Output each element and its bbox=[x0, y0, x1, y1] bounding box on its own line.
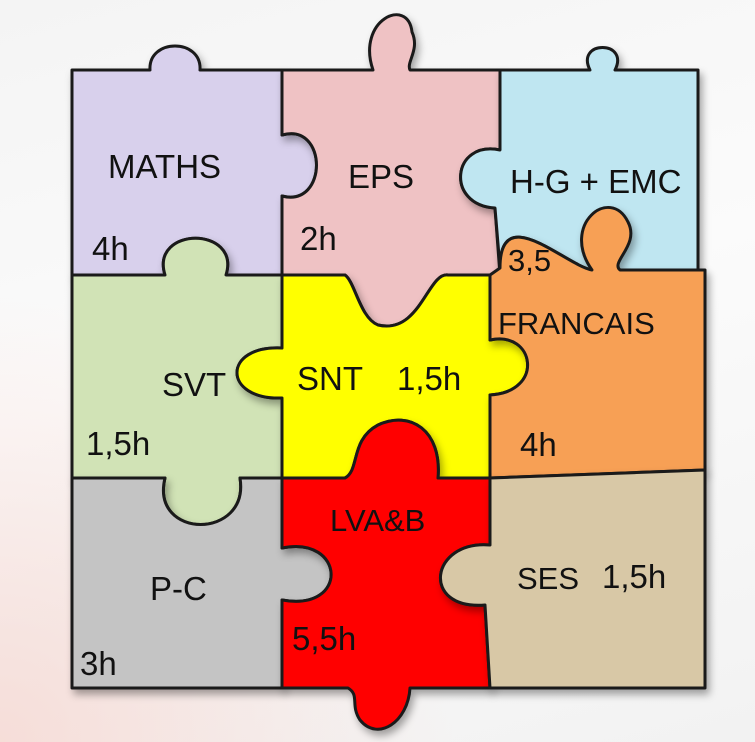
lva-subject-label: LVA&B bbox=[330, 503, 426, 538]
eps-subject-label: EPS bbox=[348, 158, 415, 195]
francais-subject-label: FRANCAIS bbox=[498, 306, 655, 341]
maths-hours-label: 4h bbox=[92, 230, 129, 267]
hg-hours-label: 3,5 bbox=[508, 243, 552, 278]
lva-hours-label: 5,5h bbox=[292, 620, 357, 657]
pc-hours-label: 3h bbox=[80, 645, 117, 682]
hg-subject-label: H-G + EMC bbox=[510, 163, 682, 200]
snt-hours-label: 1,5h bbox=[397, 360, 462, 397]
snt-subject-label: SNT bbox=[297, 360, 363, 397]
puzzle-piece-francais bbox=[488, 206, 707, 480]
pc-subject-label: P-C bbox=[150, 570, 207, 607]
eps-hours-label: 2h bbox=[300, 220, 337, 257]
ses-hours-label: 1,5h bbox=[602, 558, 667, 595]
svt-subject-label: SVT bbox=[162, 366, 227, 403]
puzzle-piece-ses bbox=[438, 468, 707, 690]
maths-subject-label: MATHS bbox=[108, 148, 222, 185]
francais-hours-label: 4h bbox=[520, 426, 557, 463]
ses-subject-label: SES bbox=[517, 561, 580, 596]
svt-hours-label: 1,5h bbox=[86, 425, 151, 462]
